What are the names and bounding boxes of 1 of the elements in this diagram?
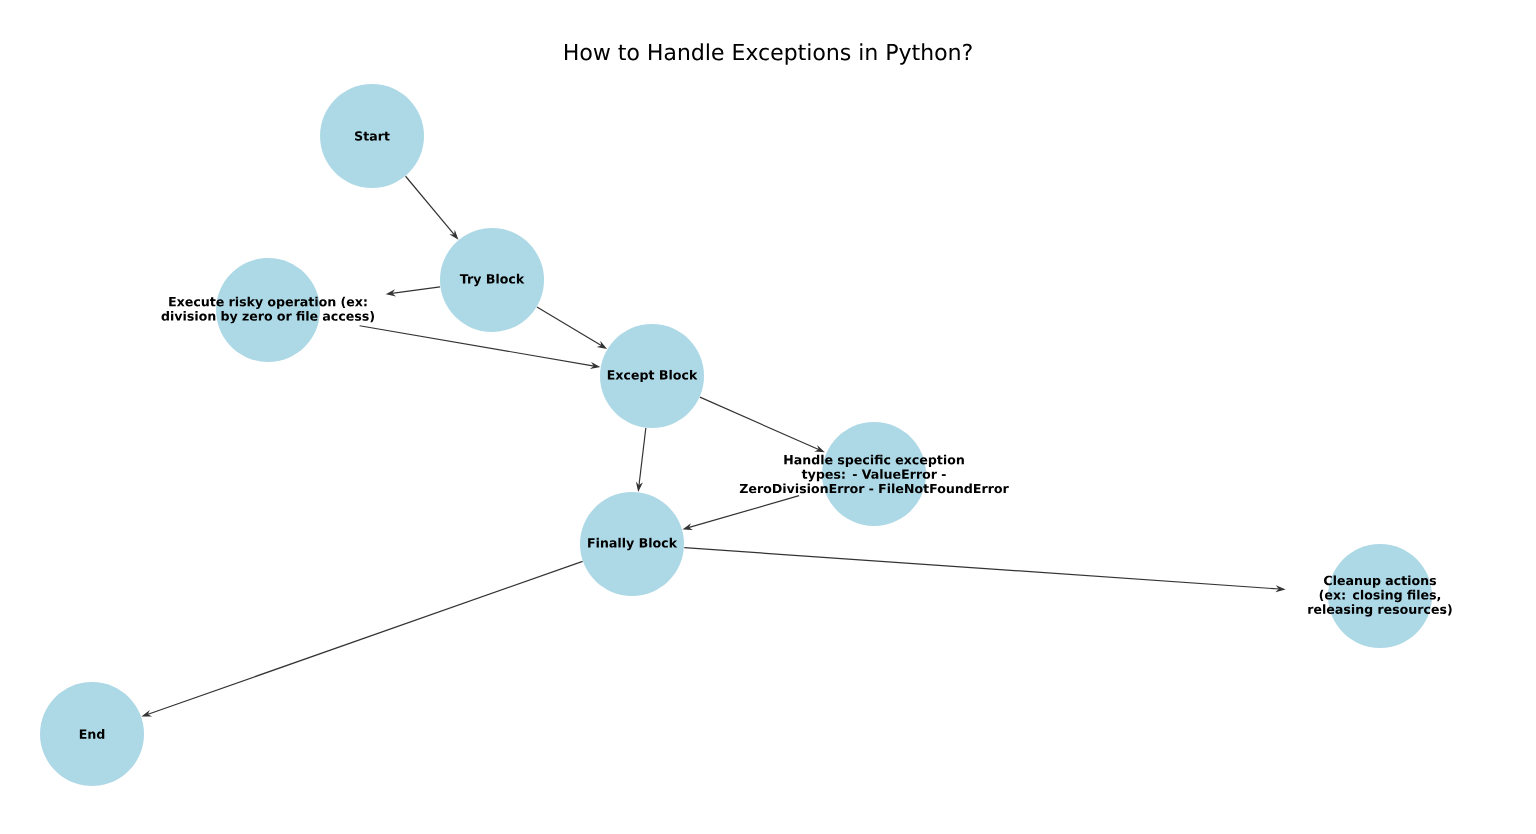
title: How to Handle Exceptions in Python? — [565, 43, 972, 65]
